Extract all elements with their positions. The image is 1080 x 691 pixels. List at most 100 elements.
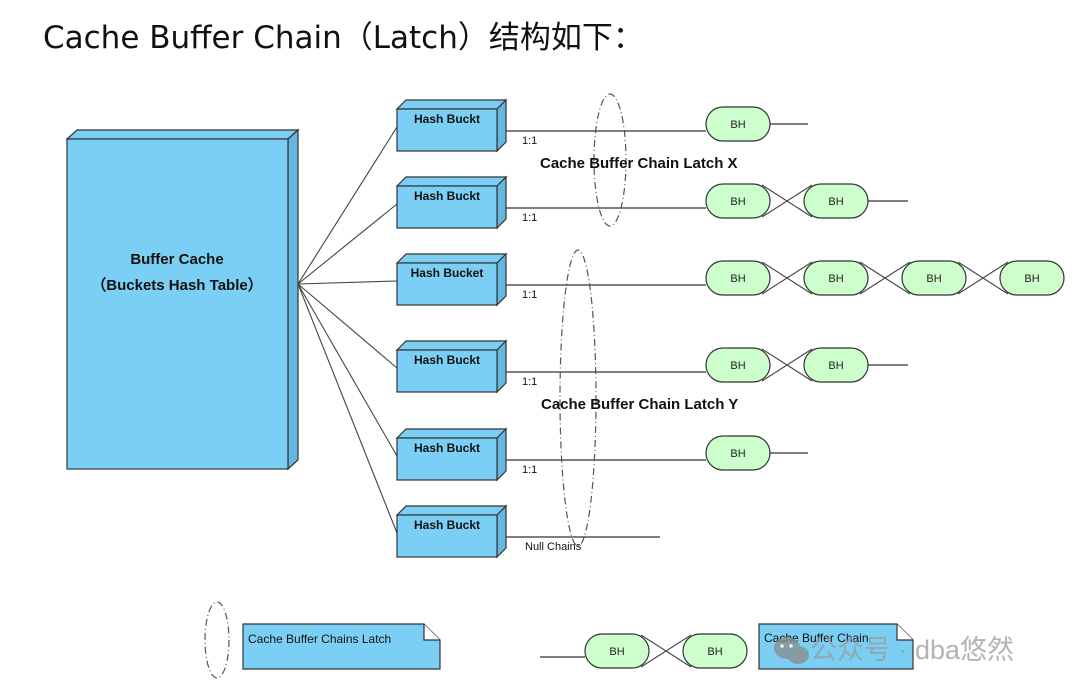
bucket-side-face xyxy=(496,98,507,153)
bucket-side-face xyxy=(496,339,507,394)
bucket-connector xyxy=(297,203,398,285)
legend-latch: Cache Buffer Chains Latch xyxy=(204,601,441,679)
bucket-connector xyxy=(297,126,398,285)
bh-link xyxy=(761,184,813,218)
bh-node[interactable]: BH xyxy=(901,260,967,296)
bucket-ratio-label: 1:1 xyxy=(522,464,537,476)
bh-node-label: BH xyxy=(926,273,941,285)
legend-latch-text: Cache Buffer Chains Latch xyxy=(248,632,391,646)
bucket-top-face xyxy=(395,176,508,187)
latch-x[interactable]: Cache Buffer Chain Latch X xyxy=(540,93,738,227)
bh-node[interactable]: BH xyxy=(705,106,771,142)
bh-node-shape xyxy=(705,183,771,219)
hash-bucket-4[interactable]: Hash Buckt xyxy=(395,339,508,394)
bh-node-label: BH xyxy=(828,196,843,208)
buffer-cache-node[interactable]: Buffer Cache （Buckets Hash Table） xyxy=(65,128,300,471)
latch-x-label: Cache Buffer Chain Latch X xyxy=(540,155,738,172)
bh-node-label: BH xyxy=(730,273,745,285)
bucket-label: Hash Buckt xyxy=(414,353,480,367)
watermark: 公众号 · dba悠然 xyxy=(774,635,1014,665)
bucket-ratio-label: 1:1 xyxy=(522,376,537,388)
note-fold-icon xyxy=(423,624,440,641)
legend-latch-note xyxy=(242,623,441,670)
bh-node[interactable]: BH xyxy=(705,347,771,383)
bh-node-shape xyxy=(705,347,771,383)
bucket-side-face xyxy=(496,175,507,230)
bucket-top-face xyxy=(395,340,508,351)
bh-node-label: BH xyxy=(828,273,843,285)
bucket-connector xyxy=(297,283,398,369)
bucket-ratio-label: 1:1 xyxy=(522,289,537,301)
bh-node[interactable]: BH xyxy=(803,183,869,219)
hash-bucket-3[interactable]: Hash Bucket xyxy=(395,252,508,307)
watermark-name: dba悠然 xyxy=(915,635,1014,665)
note-fold-icon xyxy=(896,624,913,641)
legend-bh-node: BH xyxy=(584,633,650,669)
bh-node-label: BH xyxy=(730,119,745,131)
bh-node-shape xyxy=(901,260,967,296)
bh-node[interactable]: BH xyxy=(803,347,869,383)
bh-node-label: BH xyxy=(707,646,722,658)
bh-node[interactable]: BH xyxy=(705,435,771,471)
latch-y-label: Cache Buffer Chain Latch Y xyxy=(541,396,738,413)
bucket-front-face xyxy=(396,108,498,152)
bh-node-label: BH xyxy=(828,360,843,372)
bucket-top-face xyxy=(395,428,508,439)
buffer-cache-top-face xyxy=(65,129,300,140)
bucket-front-face xyxy=(396,185,498,229)
bucket-side-face xyxy=(496,427,507,482)
page-title: Cache Buffer Chain（Latch）结构如下： xyxy=(43,20,644,56)
bh-link xyxy=(859,261,911,295)
bucket-front-face xyxy=(396,514,498,558)
bh-node[interactable]: BH xyxy=(999,260,1065,296)
bh-node-shape xyxy=(584,633,650,669)
legend-bh-node: BH xyxy=(682,633,748,669)
legend-latch-ellipse xyxy=(204,601,230,679)
bh-node-shape xyxy=(803,260,869,296)
hash-bucket-1[interactable]: Hash Buckt xyxy=(395,98,508,153)
bucket-connector xyxy=(297,283,398,534)
bh-node-label: BH xyxy=(1024,273,1039,285)
bucket-top-face xyxy=(395,253,508,264)
bh-node[interactable]: BH xyxy=(803,260,869,296)
latch-y-ellipse xyxy=(559,249,597,547)
bucket-ratio-label: 1:1 xyxy=(522,135,537,147)
bucket-label: Hash Buckt xyxy=(414,189,480,203)
bh-node-label: BH xyxy=(609,646,624,658)
hash-bucket-5[interactable]: Hash Buckt xyxy=(395,427,508,482)
bh-node-label: BH xyxy=(730,360,745,372)
bucket-top-face xyxy=(395,505,508,516)
bh-link xyxy=(761,348,813,382)
latch-x-ellipse xyxy=(593,93,627,227)
hash-bucket-6[interactable]: Hash Buckt xyxy=(395,504,508,559)
bucket-side-face xyxy=(496,252,507,307)
bucket-front-face xyxy=(396,437,498,481)
bh-node-shape xyxy=(682,633,748,669)
buffer-cache-front-face xyxy=(66,138,289,470)
bh-node-shape xyxy=(999,260,1065,296)
bh-node-shape xyxy=(705,260,771,296)
wechat-icon xyxy=(774,637,809,664)
bucket-top-face xyxy=(395,99,508,110)
latch-y[interactable]: Cache Buffer Chain Latch Y xyxy=(541,249,738,547)
bucket-label: Hash Buckt xyxy=(414,441,480,455)
bucket-front-face xyxy=(396,349,498,393)
bh-link xyxy=(957,261,1009,295)
buffer-cache-sublabel: （Buckets Hash Table） xyxy=(91,276,262,294)
watermark-text: 公众号 · dba悠然 xyxy=(810,635,1014,665)
bucket-connector xyxy=(297,280,398,285)
bucket-side-face xyxy=(496,504,507,559)
hash-bucket-2[interactable]: Hash Buckt xyxy=(395,175,508,230)
buffer-cache-side-face xyxy=(287,128,299,471)
bucket-front-face xyxy=(396,262,498,306)
bh-node[interactable]: BH xyxy=(705,260,771,296)
bh-node[interactable]: BH xyxy=(705,183,771,219)
bucket-label: Hash Buckt xyxy=(414,518,480,532)
bh-node-label: BH xyxy=(730,196,745,208)
bucket-connector xyxy=(297,283,398,457)
watermark-prefix: 公众号 · xyxy=(810,635,915,665)
bh-node-label: BH xyxy=(730,448,745,460)
